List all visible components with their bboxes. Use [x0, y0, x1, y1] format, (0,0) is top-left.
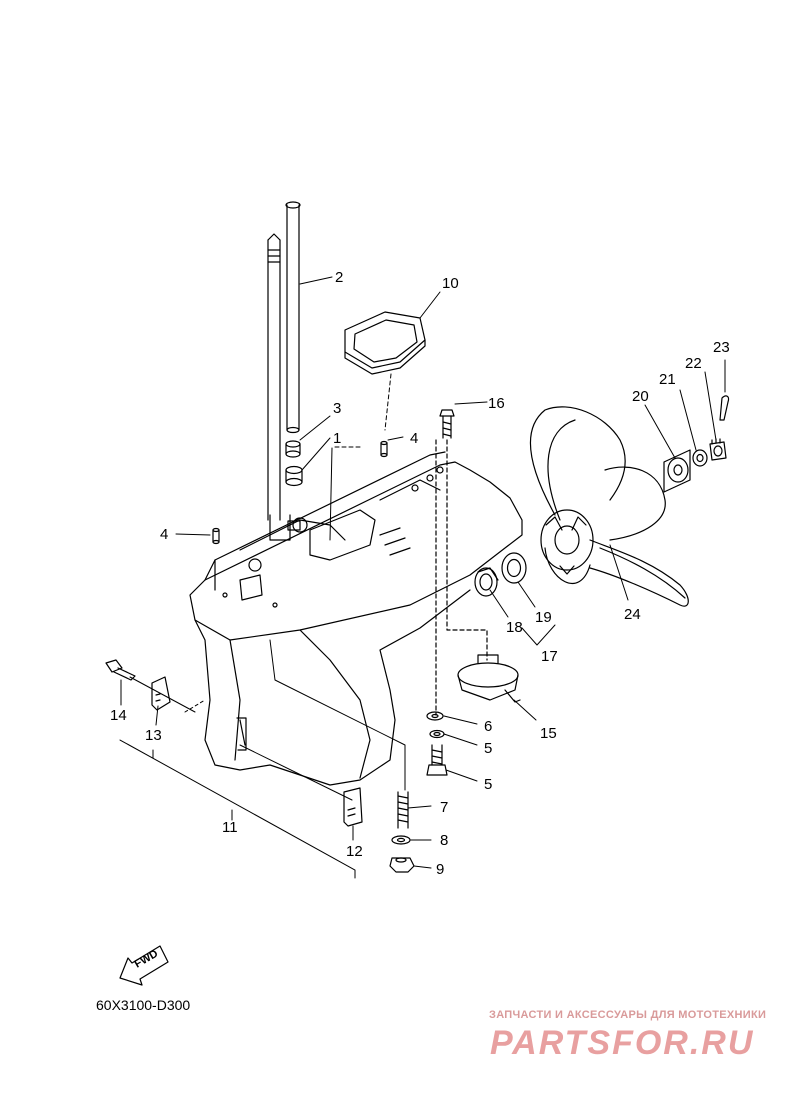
callout-1: 1 [333, 430, 341, 447]
callout-7: 6 [484, 718, 492, 735]
part-16 [457, 654, 521, 703]
seal-20 [501, 552, 527, 584]
anode-14 [151, 676, 171, 711]
cotter-pin-24 [719, 395, 730, 421]
oil-seal [285, 465, 303, 531]
fwd-label: FWD [133, 948, 161, 971]
spring-washer-6 [429, 729, 445, 739]
propeller [529, 406, 689, 607]
callout-17: 16 [488, 395, 505, 412]
callout-20: 19 [535, 609, 552, 626]
watermark-tagline: ЗАПЧАСТИ И АКСЕССУАРЫ ДЛЯ МОТОТЕХНИКИ [489, 1009, 767, 1021]
bolt-17 [439, 409, 455, 439]
spacer-21 [663, 449, 691, 493]
gasket [344, 311, 426, 375]
dowel-pin [212, 440, 388, 545]
callout-16: 15 [540, 725, 557, 742]
seal-19 [474, 567, 499, 597]
callout-4-right: 4 [410, 430, 418, 447]
callout-11: 10 [442, 275, 459, 292]
callout-23: 22 [685, 355, 702, 372]
stud-8 [397, 791, 409, 829]
callout-12: 11 [222, 819, 238, 836]
washer-22 [692, 449, 708, 467]
watermark-logo: PARTSFOR.RU [490, 1024, 755, 1062]
anode-13 [343, 787, 363, 827]
callout-21: 20 [632, 388, 649, 405]
callout-18: 17 [541, 648, 558, 665]
callouts: 2 3 1 4 4 10 16 6 5 5 7 8 9 14 13 11 12 … [110, 269, 730, 971]
callout-4-left: 4 [160, 526, 168, 543]
alignment-line-2 [446, 439, 488, 661]
callout-5: 5 [484, 776, 492, 793]
callout-14: 13 [145, 727, 162, 744]
callout-19: 18 [506, 619, 523, 636]
callout-10: 9 [436, 861, 444, 878]
callout-3: 3 [333, 400, 341, 417]
callout-8: 7 [440, 799, 448, 816]
callout-24: 23 [713, 339, 730, 356]
drive-shaft [285, 201, 301, 434]
washer-7 [426, 711, 444, 721]
fwd-arrow-icon [119, 945, 169, 986]
callout-2: 2 [335, 269, 343, 286]
callout-9: 8 [440, 832, 448, 849]
shift-rod [267, 233, 291, 541]
leader-lines [119, 276, 726, 879]
washer-9 [391, 835, 411, 845]
bushing [285, 440, 301, 458]
bolt-5 [426, 744, 448, 776]
callout-6: 5 [484, 740, 492, 757]
bolt-15 [105, 659, 136, 681]
nut-23 [709, 438, 727, 461]
callout-22: 21 [659, 371, 676, 388]
lower-casing [189, 451, 523, 786]
callout-13: 12 [346, 843, 363, 860]
nut-10 [389, 857, 415, 873]
callout-25: 24 [624, 606, 641, 623]
callout-15: 14 [110, 707, 127, 724]
drawing-code: 60X3100-D300 [96, 997, 191, 1013]
